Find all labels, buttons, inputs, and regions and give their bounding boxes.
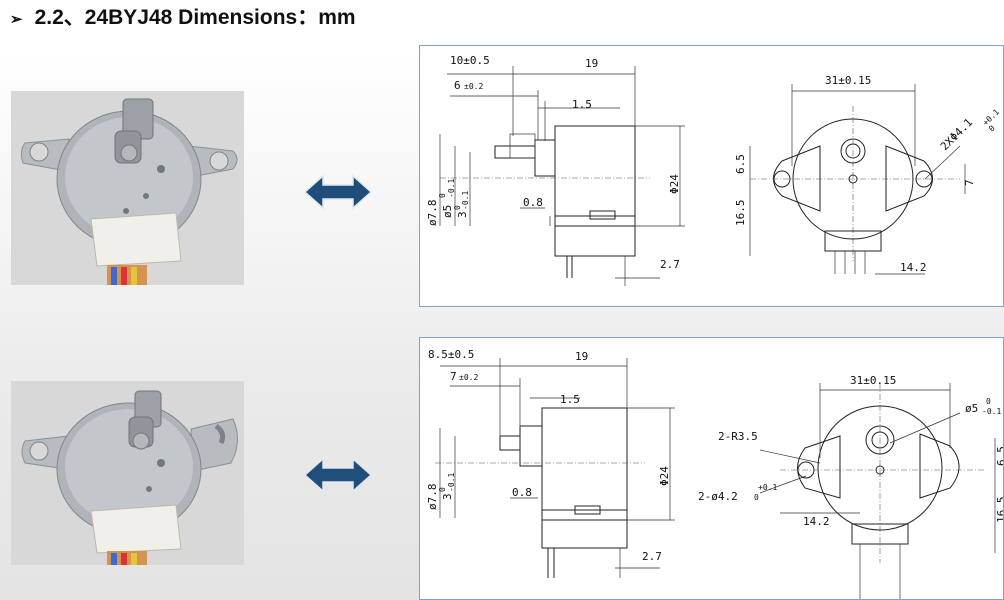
dim-text: 7 (450, 370, 457, 383)
dim-text: 2-R3.5 (718, 430, 758, 443)
dim-text-tol: -0.1 (982, 407, 1001, 416)
dim-text-tol: -0.1 (447, 473, 456, 492)
dim-text: ø5 (441, 205, 454, 218)
dim-text: 8.5±0.5 (428, 348, 474, 361)
dimension-drawing-bottom: 8.5±0.5 19 7 ±0.2 1.5 0.8 2.7 Φ24 ø7.8 3… (419, 337, 1004, 600)
dim-text-tol: 0 (754, 493, 759, 502)
dim-text-tol: 0 (986, 397, 991, 406)
dim-text-tol: ±0.2 (464, 82, 483, 91)
dim-text-tol: ±0.2 (459, 373, 478, 382)
dim-text: 7 (963, 179, 976, 186)
dim-text: 2-ø4.2 (698, 490, 738, 503)
dim-text: ø7.8 (426, 484, 439, 511)
dim-text: 2.7 (642, 550, 662, 563)
dim-text-tol: 0 (987, 124, 997, 134)
dim-text: 6.5 (734, 154, 747, 174)
dim-text: 14.2 (803, 515, 830, 528)
side-view: 8.5±0.5 19 7 ±0.2 1.5 0.8 2.7 Φ24 ø7.8 3… (426, 348, 675, 578)
dim-text: 19 (585, 57, 598, 70)
dim-text: Φ24 (668, 174, 681, 194)
dim-text-tol: -0.1 (447, 179, 456, 198)
dim-text: ø5 (965, 402, 978, 415)
dim-text: 1.5 (560, 393, 580, 406)
dim-text: 2.7 (660, 258, 680, 271)
dim-text: 1.5 (572, 98, 592, 111)
dim-text: 16.5 (734, 200, 747, 227)
dim-text-tol: +0.1 (758, 483, 777, 492)
double-arrow-icon (303, 457, 373, 493)
dim-text: 0.8 (512, 486, 532, 499)
double-arrow-icon (303, 174, 373, 210)
dim-text-tol: 0 (438, 193, 447, 198)
dim-text: 31±0.15 (825, 74, 871, 87)
dim-text: 6 (454, 79, 461, 92)
front-view: 31±0.15 ø5 0 -0.1 2-R3.5 2-ø4.2 +0.1 0 1… (698, 374, 1004, 599)
dim-text: 6.5 (995, 446, 1004, 466)
dim-text: Φ24 (658, 466, 671, 486)
bullet-arrow-icon: ➢ (10, 11, 23, 28)
dim-text: ø7.8 (426, 200, 439, 227)
page-title-text: 2.2、24BYJ48 Dimensions：mm (34, 6, 356, 29)
dim-text-tol: 0 (438, 487, 447, 492)
motor-photo-top (11, 91, 244, 285)
dim-text: 0.8 (523, 196, 543, 209)
dim-text-tol: -0.1 (461, 191, 470, 210)
dim-text: 2XΦ4.1 (938, 116, 975, 153)
side-view: 10±0.5 19 6 ±0.2 1.5 0.8 2.7 Φ24 ø7.8 ø5… (426, 54, 685, 286)
dim-text: 19 (575, 350, 588, 363)
dim-text: 31±0.15 (850, 374, 896, 387)
dim-text: 10±0.5 (450, 54, 490, 67)
front-view: 31±0.15 14.2 6.5 16.5 7 2XΦ4.1 +0.1 0 (734, 74, 1001, 275)
page-title: ➢ 2.2、24BYJ48 Dimensions：mm (10, 4, 356, 32)
dim-text: 3 (441, 493, 454, 500)
dim-text: 3 (456, 211, 469, 218)
motor-photo-bottom (11, 381, 244, 565)
dim-text: 14.2 (900, 261, 927, 274)
dimension-drawing-top: 10±0.5 19 6 ±0.2 1.5 0.8 2.7 Φ24 ø7.8 ø5… (419, 45, 1004, 307)
dim-text-tol: 0 (453, 205, 462, 210)
dim-text: 16.5 (995, 497, 1004, 524)
